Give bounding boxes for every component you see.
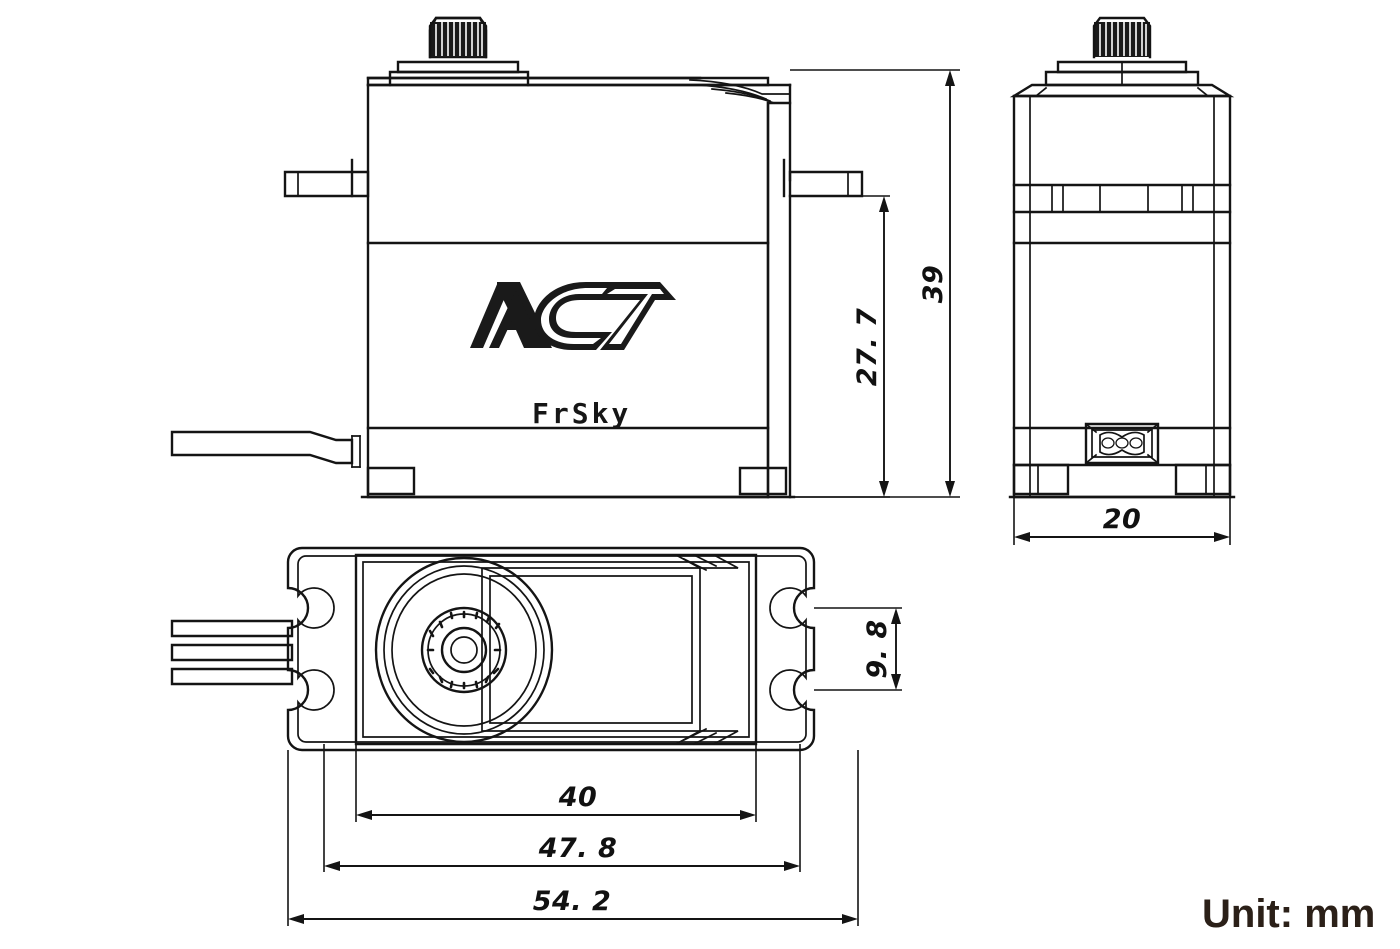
front-top-cap	[366, 76, 792, 87]
servo-connector-socket	[1084, 422, 1160, 465]
side-top-shoulder	[1009, 83, 1235, 98]
dimension-label-9-8: 9. 8	[862, 619, 893, 678]
front-top-boss	[388, 60, 530, 87]
front-mounting-tab-left	[283, 158, 370, 198]
dimension-height-overall: 39	[790, 69, 960, 498]
dimension-label-27-7: 27. 7	[852, 308, 883, 387]
dimension-length-body: 40	[355, 744, 757, 822]
front-foot-right	[738, 466, 788, 496]
bottom-output-gear	[374, 556, 554, 744]
front-foot-left	[366, 466, 416, 496]
dimension-label-20: 20	[1103, 504, 1142, 535]
front-wire-bundle	[170, 430, 361, 468]
dimension-length-mount: 47. 8	[323, 744, 801, 872]
bottom-inner-recess	[481, 567, 701, 732]
front-mounting-tab-right	[782, 158, 864, 499]
bottom-corner-chamfers	[675, 553, 739, 746]
act-logo	[470, 282, 676, 350]
unit-note-label: Unit: mm	[1202, 892, 1375, 936]
output-spline-shaft-front	[428, 16, 488, 59]
front-top-chamfer	[689, 79, 791, 105]
dimension-label-47-8: 47. 8	[538, 833, 618, 864]
dimension-label-54-2: 54. 2	[533, 886, 612, 917]
side-foot-right	[1174, 463, 1232, 496]
front-elevation-view: FrSky	[170, 16, 864, 499]
bottom-plan-view	[170, 546, 816, 752]
side-mid-band	[1012, 183, 1232, 245]
frsky-wordmark: FrSky	[532, 397, 631, 430]
dimension-length-overall: 54. 2	[287, 750, 859, 926]
side-elevation-view	[1008, 16, 1236, 499]
dimension-hole-spacing: 9. 8	[814, 607, 902, 691]
output-spline-shaft-side	[1092, 16, 1152, 59]
bottom-wire-bundle	[170, 619, 294, 686]
side-top-boss	[1044, 60, 1200, 87]
dimension-label-40: 40	[558, 782, 598, 813]
dimension-height-body: 27. 7	[790, 195, 890, 498]
side-foot-left	[1012, 463, 1070, 496]
dimension-label-39: 39	[918, 265, 949, 304]
dimension-width-side: 20	[1013, 497, 1231, 545]
